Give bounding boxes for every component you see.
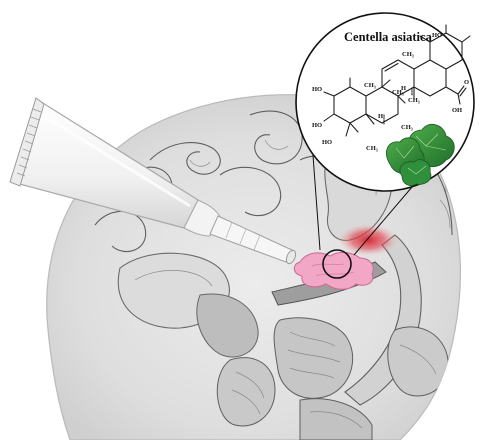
label-ho-left: HO: [312, 86, 322, 93]
label-h-a: H: [378, 113, 383, 120]
label-ch3-a: CH₃: [364, 82, 376, 89]
plant-name-title: Centella asiatica: [344, 30, 433, 44]
label-cooh-o: O: [464, 79, 469, 86]
label-cooh-oh: OH: [452, 107, 462, 114]
label-ch3-d: CH₃: [401, 124, 413, 131]
inflammation-glow: [338, 224, 398, 256]
label-ho-mid: HO: [312, 122, 322, 129]
lesion: [294, 252, 373, 289]
label-h-b: H: [401, 85, 406, 92]
label-ch3-top: CH₃: [402, 51, 414, 58]
label-oh-top: HO: [432, 32, 442, 39]
label-ch3-e: CH₃: [366, 145, 378, 152]
label-ch3-b: CH₃: [408, 97, 420, 104]
label-ho-bottom: HO: [322, 139, 332, 146]
